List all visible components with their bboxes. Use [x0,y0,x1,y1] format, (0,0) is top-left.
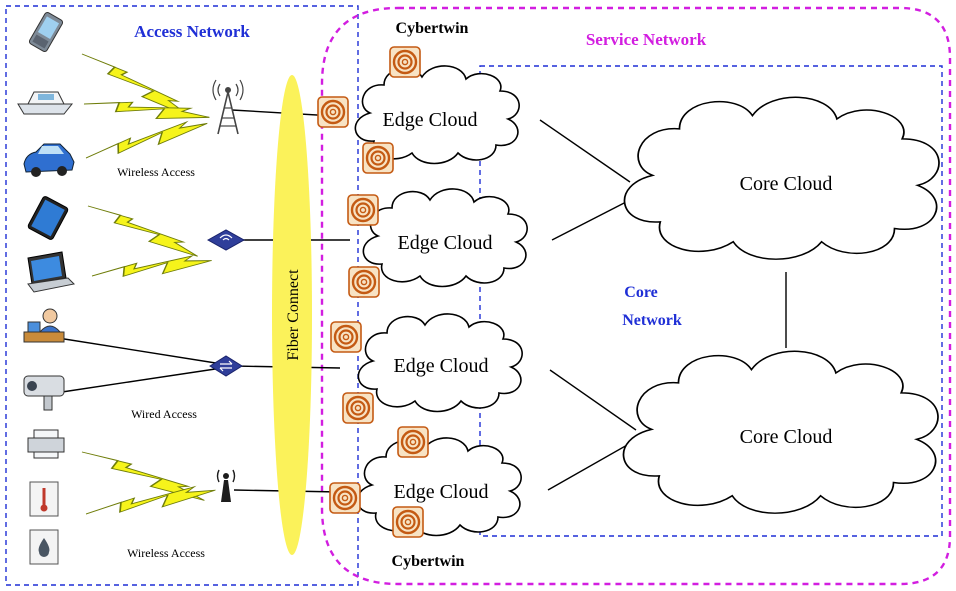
smartphone-icon [28,12,64,52]
workstation-icon [23,308,65,343]
link-edge4-core2 [547,439,637,491]
cybertwin-icon [388,45,422,79]
boat-icon [17,91,74,115]
core-cloud-2-label: Core Cloud [740,426,833,448]
cybertwin-icon [341,391,375,425]
core-network-title-line2: Network [622,312,682,329]
link-edge3-core2 [549,369,637,431]
fiber-connect-band [272,75,312,555]
access-network-title: Access Network [134,22,250,41]
core-cloud-1-label: Core Cloud [740,173,833,195]
wireless-router-icon [206,229,246,251]
edge-cloud-2-label: Edge Cloud [398,232,493,254]
service-network-box [320,6,952,586]
tablet-icon [27,196,69,240]
cybertwin-icon [361,141,395,175]
cybertwin-icon [391,505,425,539]
network-switch-icon [209,355,243,377]
cybertwin-label-top: Cybertwin [396,20,469,37]
cybertwin-icon [396,425,430,459]
core-network-box [479,65,943,537]
edge-cloud-3-label: Edge Cloud [394,355,489,377]
antenna-icon [216,469,236,502]
wired-access-label: Wired Access [131,407,197,421]
laptop-icon [27,251,76,293]
security-camera-icon [23,375,65,411]
fiber-connect-label: Fiber Connect [285,269,302,361]
cybertwin-icon [346,193,380,227]
core-network-title-line1: Core [624,284,657,301]
link-camera-switch [61,367,223,393]
link-edge2-core1 [551,199,631,241]
thermometer-sensor-icon [29,481,59,517]
cybertwin-icon [328,481,362,515]
cybertwin-icon [329,320,363,354]
service-network-title: Service Network [586,30,707,49]
wireless-bolt [90,234,213,302]
cybertwin-icon [347,265,381,299]
link-edge1-core1 [539,119,631,183]
wireless-access-label-bottom: Wireless Access [127,546,205,560]
wireless-bolt [81,204,205,258]
printer-icon [27,429,65,459]
humidity-sensor-icon [29,529,59,565]
link-workstation-switch [57,337,223,365]
cell-tower-icon [212,79,244,135]
cybertwin-icon [316,95,350,129]
wireless-access-label-top: Wireless Access [117,165,195,179]
cybertwin-label-bottom: Cybertwin [392,553,465,570]
edge-cloud-1-label: Edge Cloud [383,109,478,131]
edge-cloud-4-label: Edge Cloud [394,481,489,503]
car-icon [23,143,75,177]
